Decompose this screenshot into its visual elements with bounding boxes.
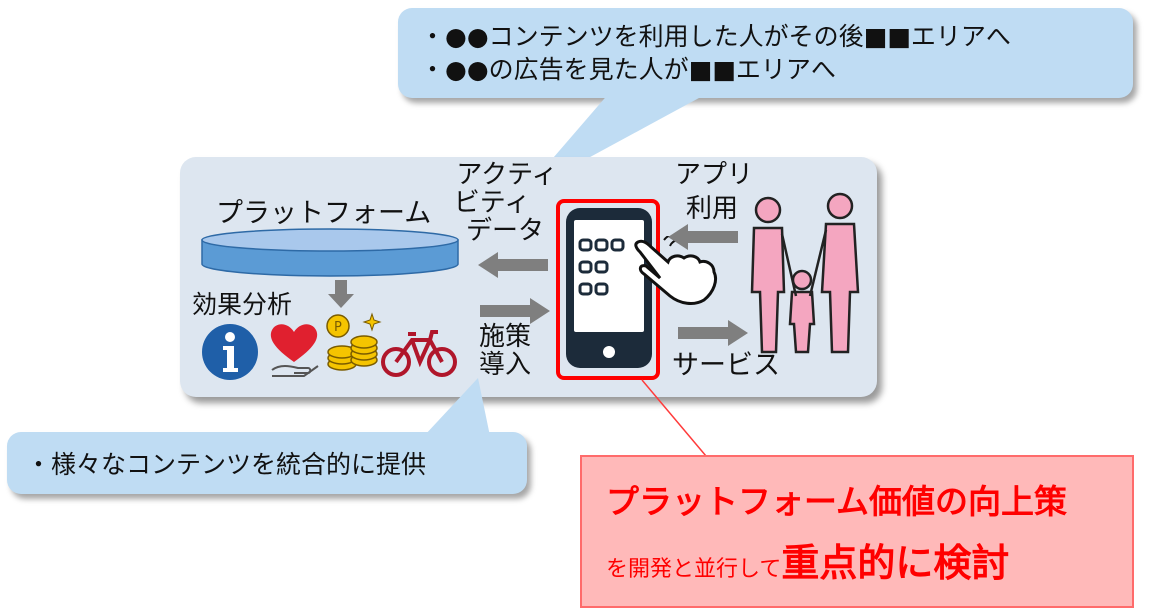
highlight-line2-small: を開発と並行して (606, 557, 782, 582)
right-arrow-icon (480, 298, 550, 324)
activity-label-1: アクティ (456, 160, 558, 190)
platform-cylinder-icon (201, 228, 459, 277)
svg-text:P: P (334, 320, 342, 335)
coins-icon: P (326, 312, 382, 371)
app-label-2: 利用 (685, 194, 738, 224)
phone-highlight-frame (556, 199, 660, 380)
measure-label-1: 施策 (478, 322, 531, 352)
down-arrow-icon (328, 280, 354, 308)
bottom-callout-text: ・様々なコンテンツを統合的に提供 (26, 450, 427, 479)
app-left-arrow-icon (668, 224, 738, 250)
platform-label: プラットフォーム (216, 198, 432, 229)
service-right-arrow-icon (678, 320, 748, 346)
bicycle-icon (381, 330, 457, 377)
bottom-callout (7, 432, 527, 494)
highlight-line1: プラットフォーム価値の向上策 (606, 482, 1068, 521)
highlight-line2-big: 重点的に検討 (781, 541, 1010, 585)
top-callout-line2: ・●●の広告を見た人が■■エリアへ (420, 55, 836, 84)
app-label-1: アプリ (674, 160, 753, 190)
activity-label-2: ビティ (453, 188, 531, 218)
highlight-box (580, 455, 1134, 608)
activity-label-3: データ (465, 216, 544, 246)
service-label: サービス (672, 350, 780, 381)
connector-line (641, 379, 707, 457)
highlight-line2: を開発と並行して重点的に検討 (606, 538, 1009, 596)
family-icon (750, 192, 860, 354)
smartphone-icon (566, 208, 652, 368)
analysis-label: 効果分析 (192, 290, 293, 319)
top-callout-line1: ・●●コンテンツを利用した人がその後■■エリアへ (420, 22, 1011, 51)
left-arrow-icon (478, 252, 548, 278)
top-callout (398, 8, 1133, 98)
measure-label-2: 導入 (478, 350, 531, 380)
bottom-callout-tail (424, 378, 490, 436)
info-icon (202, 324, 258, 380)
heart-hand-icon (270, 324, 319, 377)
